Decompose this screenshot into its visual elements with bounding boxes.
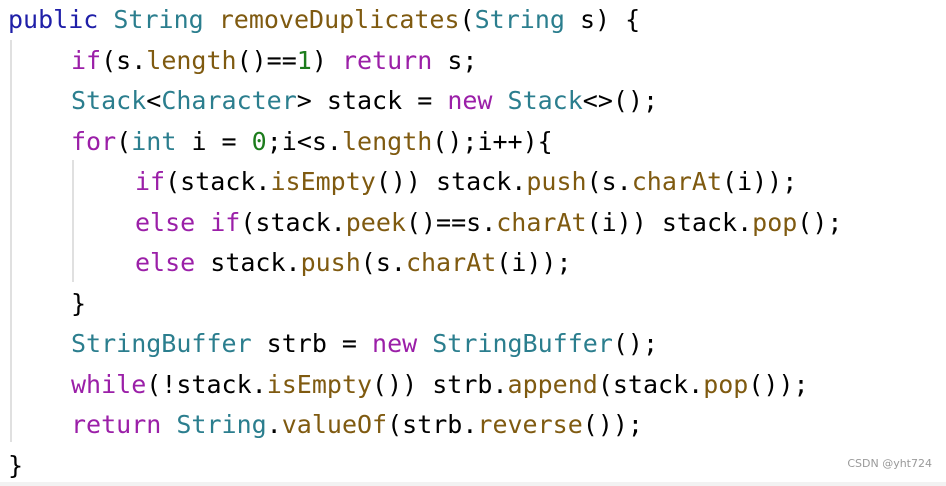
code-token: ()) strb. xyxy=(372,369,508,399)
code-token: } xyxy=(71,288,87,318)
code-token: reverse xyxy=(477,410,583,439)
code-token: > stack = xyxy=(296,86,448,115)
code-token: length xyxy=(146,45,237,75)
code-token: append xyxy=(507,369,598,399)
code-token: <>(); xyxy=(582,86,659,115)
code-token: . xyxy=(266,410,282,439)
code-line-9: StringBuffer strb = new StringBuffer(); xyxy=(8,324,842,365)
code-token: (i)); xyxy=(496,248,572,277)
code-token: Stack xyxy=(71,86,147,115)
code-token: (!stack. xyxy=(146,369,267,399)
code-token: ();i++){ xyxy=(432,126,553,156)
code-token: (strb. xyxy=(387,410,478,439)
code-token: Character xyxy=(161,86,297,115)
code-token: ( xyxy=(459,5,475,34)
code-token: < xyxy=(146,86,162,115)
code-token: return xyxy=(341,45,448,75)
code-token: if xyxy=(135,167,166,196)
code-token: push xyxy=(526,167,587,196)
code-token: else if xyxy=(135,207,241,237)
code-line-4: for(int i = 0;i<s.length();i++){ xyxy=(8,122,842,163)
code-token: charAt xyxy=(631,167,723,196)
code-line-10: while(!stack.isEmpty()) strb.append(stac… xyxy=(8,365,842,406)
code-token: new xyxy=(372,329,433,358)
code-token: (i)) stack. xyxy=(586,207,753,237)
code-token: pop xyxy=(752,207,798,237)
code-block: public String removeDuplicates(String s)… xyxy=(8,0,842,486)
code-token: (s. xyxy=(586,167,632,196)
code-token: 1 xyxy=(296,45,312,75)
indent-guide-method-body xyxy=(10,40,12,442)
code-token: ) xyxy=(311,45,342,75)
code-token: push xyxy=(300,248,361,277)
code-token: (stack. xyxy=(165,167,271,196)
code-token: 0 xyxy=(251,126,267,156)
code-token: ( xyxy=(116,126,132,156)
code-token: s; xyxy=(447,45,478,75)
code-token: stack. xyxy=(210,248,301,277)
code-token: (i)); xyxy=(722,167,798,196)
code-token: i = xyxy=(191,126,252,156)
code-token: while xyxy=(71,369,147,399)
code-token: ()==s. xyxy=(405,207,497,237)
code-token: length xyxy=(341,126,433,156)
code-token: else xyxy=(135,248,211,277)
code-token: StringBuffer xyxy=(71,329,267,358)
bottom-divider xyxy=(0,482,946,486)
code-line-7: else stack.push(s.charAt(i)); xyxy=(8,243,842,284)
code-token: valueOf xyxy=(281,410,388,439)
code-line-5: if(stack.isEmpty()) stack.push(s.charAt(… xyxy=(8,162,842,203)
code-line-2: if(s.length()==1) return s; xyxy=(8,41,842,82)
code-line-12: } xyxy=(8,446,842,486)
code-token: if xyxy=(71,45,102,75)
code-token: (s. xyxy=(360,248,406,277)
code-token: } xyxy=(8,450,24,480)
code-token: (); xyxy=(612,329,659,358)
code-token: charAt xyxy=(405,248,497,277)
code-token: for xyxy=(71,126,117,156)
code-token: charAt xyxy=(496,207,587,237)
code-token: String xyxy=(176,410,267,439)
code-token: ()); xyxy=(748,369,809,399)
code-token: s) { xyxy=(579,5,641,34)
code-token: strb = xyxy=(266,329,373,358)
code-token: StringBuffer xyxy=(432,329,613,358)
watermark-text: CSDN @yht724 xyxy=(847,457,932,470)
code-line-6: else if(stack.peek()==s.charAt(i)) stack… xyxy=(8,203,842,244)
code-token: ()); xyxy=(582,410,643,439)
code-token: ()== xyxy=(236,45,297,75)
code-line-1: public String removeDuplicates(String s)… xyxy=(8,0,842,41)
code-token: ()) stack. xyxy=(375,167,527,196)
code-token: String xyxy=(113,5,219,34)
code-line-8: } xyxy=(8,284,842,325)
code-token: Stack xyxy=(507,86,583,115)
code-token: isEmpty xyxy=(266,369,373,399)
code-token: isEmpty xyxy=(270,167,376,196)
indent-guide-for-body xyxy=(72,160,74,282)
code-token: pop xyxy=(703,369,749,399)
code-token: (s. xyxy=(101,45,147,75)
code-token: public xyxy=(8,5,114,34)
code-token: int xyxy=(131,126,192,156)
code-token: peek xyxy=(345,207,406,237)
code-token: String xyxy=(474,5,580,34)
code-token: (); xyxy=(797,207,843,237)
code-token: (stack. xyxy=(240,207,346,237)
code-token: (stack. xyxy=(597,369,704,399)
code-line-11: return String.valueOf(strb.reverse()); xyxy=(8,405,842,446)
code-token: ;i<s. xyxy=(266,126,342,156)
code-line-3: Stack<Character> stack = new Stack<>(); xyxy=(8,81,842,122)
code-token: return xyxy=(71,410,177,439)
code-token: removeDuplicates xyxy=(218,5,460,34)
code-token: new xyxy=(447,86,508,115)
